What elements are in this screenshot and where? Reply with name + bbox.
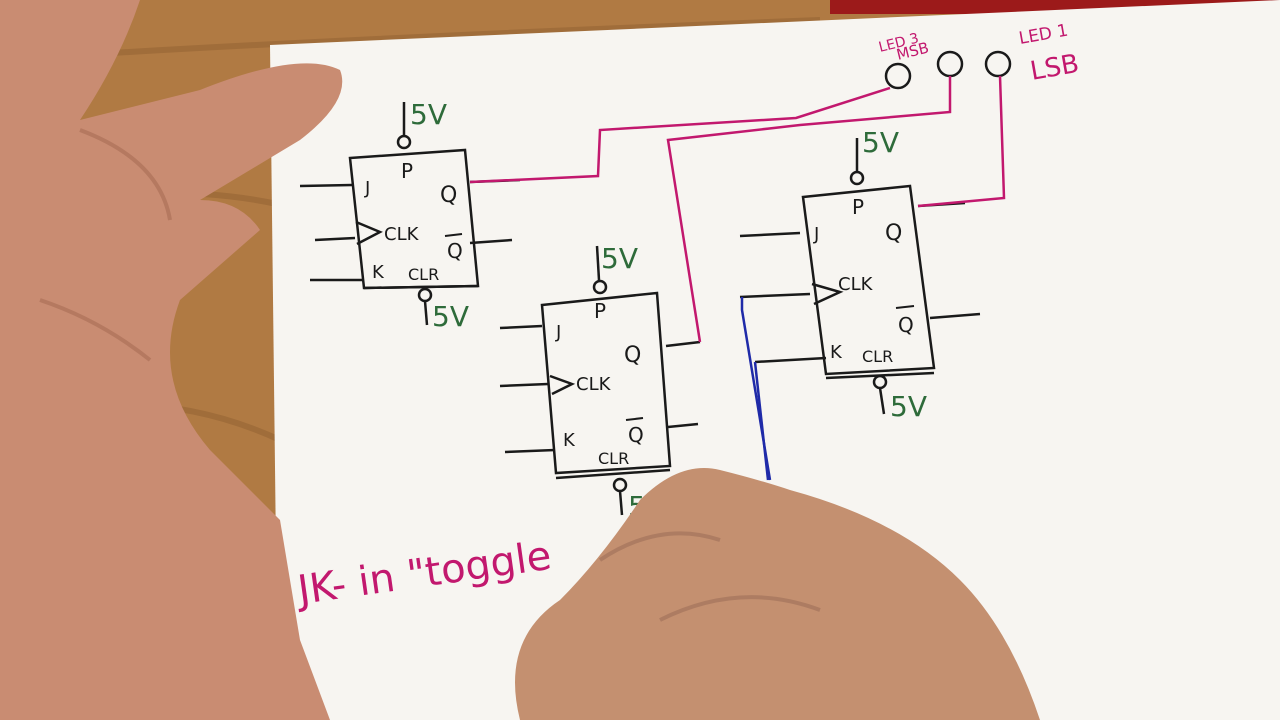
ff3-pin-p: P [852,195,864,219]
ff1-pin-p: P [401,159,413,183]
flip-flop-1 [299,102,521,326]
ff1-pin-q: Q [440,183,457,208]
ff2-supply-top: 5V [601,242,638,275]
ff2-pin-p: P [594,299,606,323]
ff1-pin-clk: CLK [384,224,420,245]
led-row [884,50,1012,90]
left-hand [0,0,343,720]
ff2-qbar-overbar [625,417,644,421]
ff2-pin-j: J [555,322,561,343]
ff1-pin-j: J [364,178,370,199]
ff2-pin-k: K [563,430,576,451]
right-hand [515,468,1040,720]
ff1-pin-clr: CLR [408,265,439,284]
ff3-pin-k: K [830,342,843,363]
ff1-pin-k: K [372,262,385,283]
flip-flop-2 [499,245,701,516]
ff1-qbar-overbar [444,233,463,237]
clock-wire [740,297,772,481]
ff2-pin-qbar: Q [628,423,644,447]
led-1 [984,50,1012,78]
ff3-pin-clk: CLK [838,274,874,295]
ff1-supply-bottom: 5V [432,300,469,333]
ff3-supply-top: 5V [862,126,899,159]
ff3-pin-qbar: Q [898,313,914,337]
ff2-pin-clr: CLR [598,449,629,468]
ff2-pin-clk: CLK [576,374,612,395]
ff3-supply-bottom: 5V [890,390,927,423]
output-wires [469,75,1006,343]
ff3-pin-clr: CLR [862,347,893,366]
ff3-qbar-overbar [895,305,915,309]
ff3-pin-j: J [813,224,819,245]
ff1-supply-top: 5V [410,98,447,131]
ff1-pin-qbar: Q [447,239,463,263]
ff3-pin-q: Q [885,221,902,246]
led-3 [884,62,912,90]
ff2-pin-q: Q [624,343,641,368]
